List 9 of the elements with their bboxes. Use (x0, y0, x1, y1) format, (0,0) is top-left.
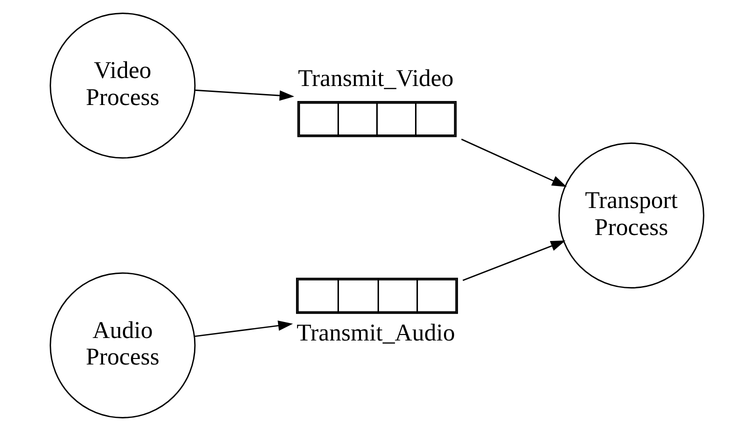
arrow (462, 240, 566, 282)
arrow (194, 320, 292, 338)
node-circle: Transport Process (558, 142, 704, 288)
node-label: Transmit_Audio (296, 320, 455, 347)
node-circle: Audio Process (49, 272, 196, 418)
arrow (460, 138, 566, 187)
arrow (194, 90, 294, 101)
node-label: Transmit_Video (298, 66, 454, 92)
node-circle: Video Process (49, 12, 196, 159)
